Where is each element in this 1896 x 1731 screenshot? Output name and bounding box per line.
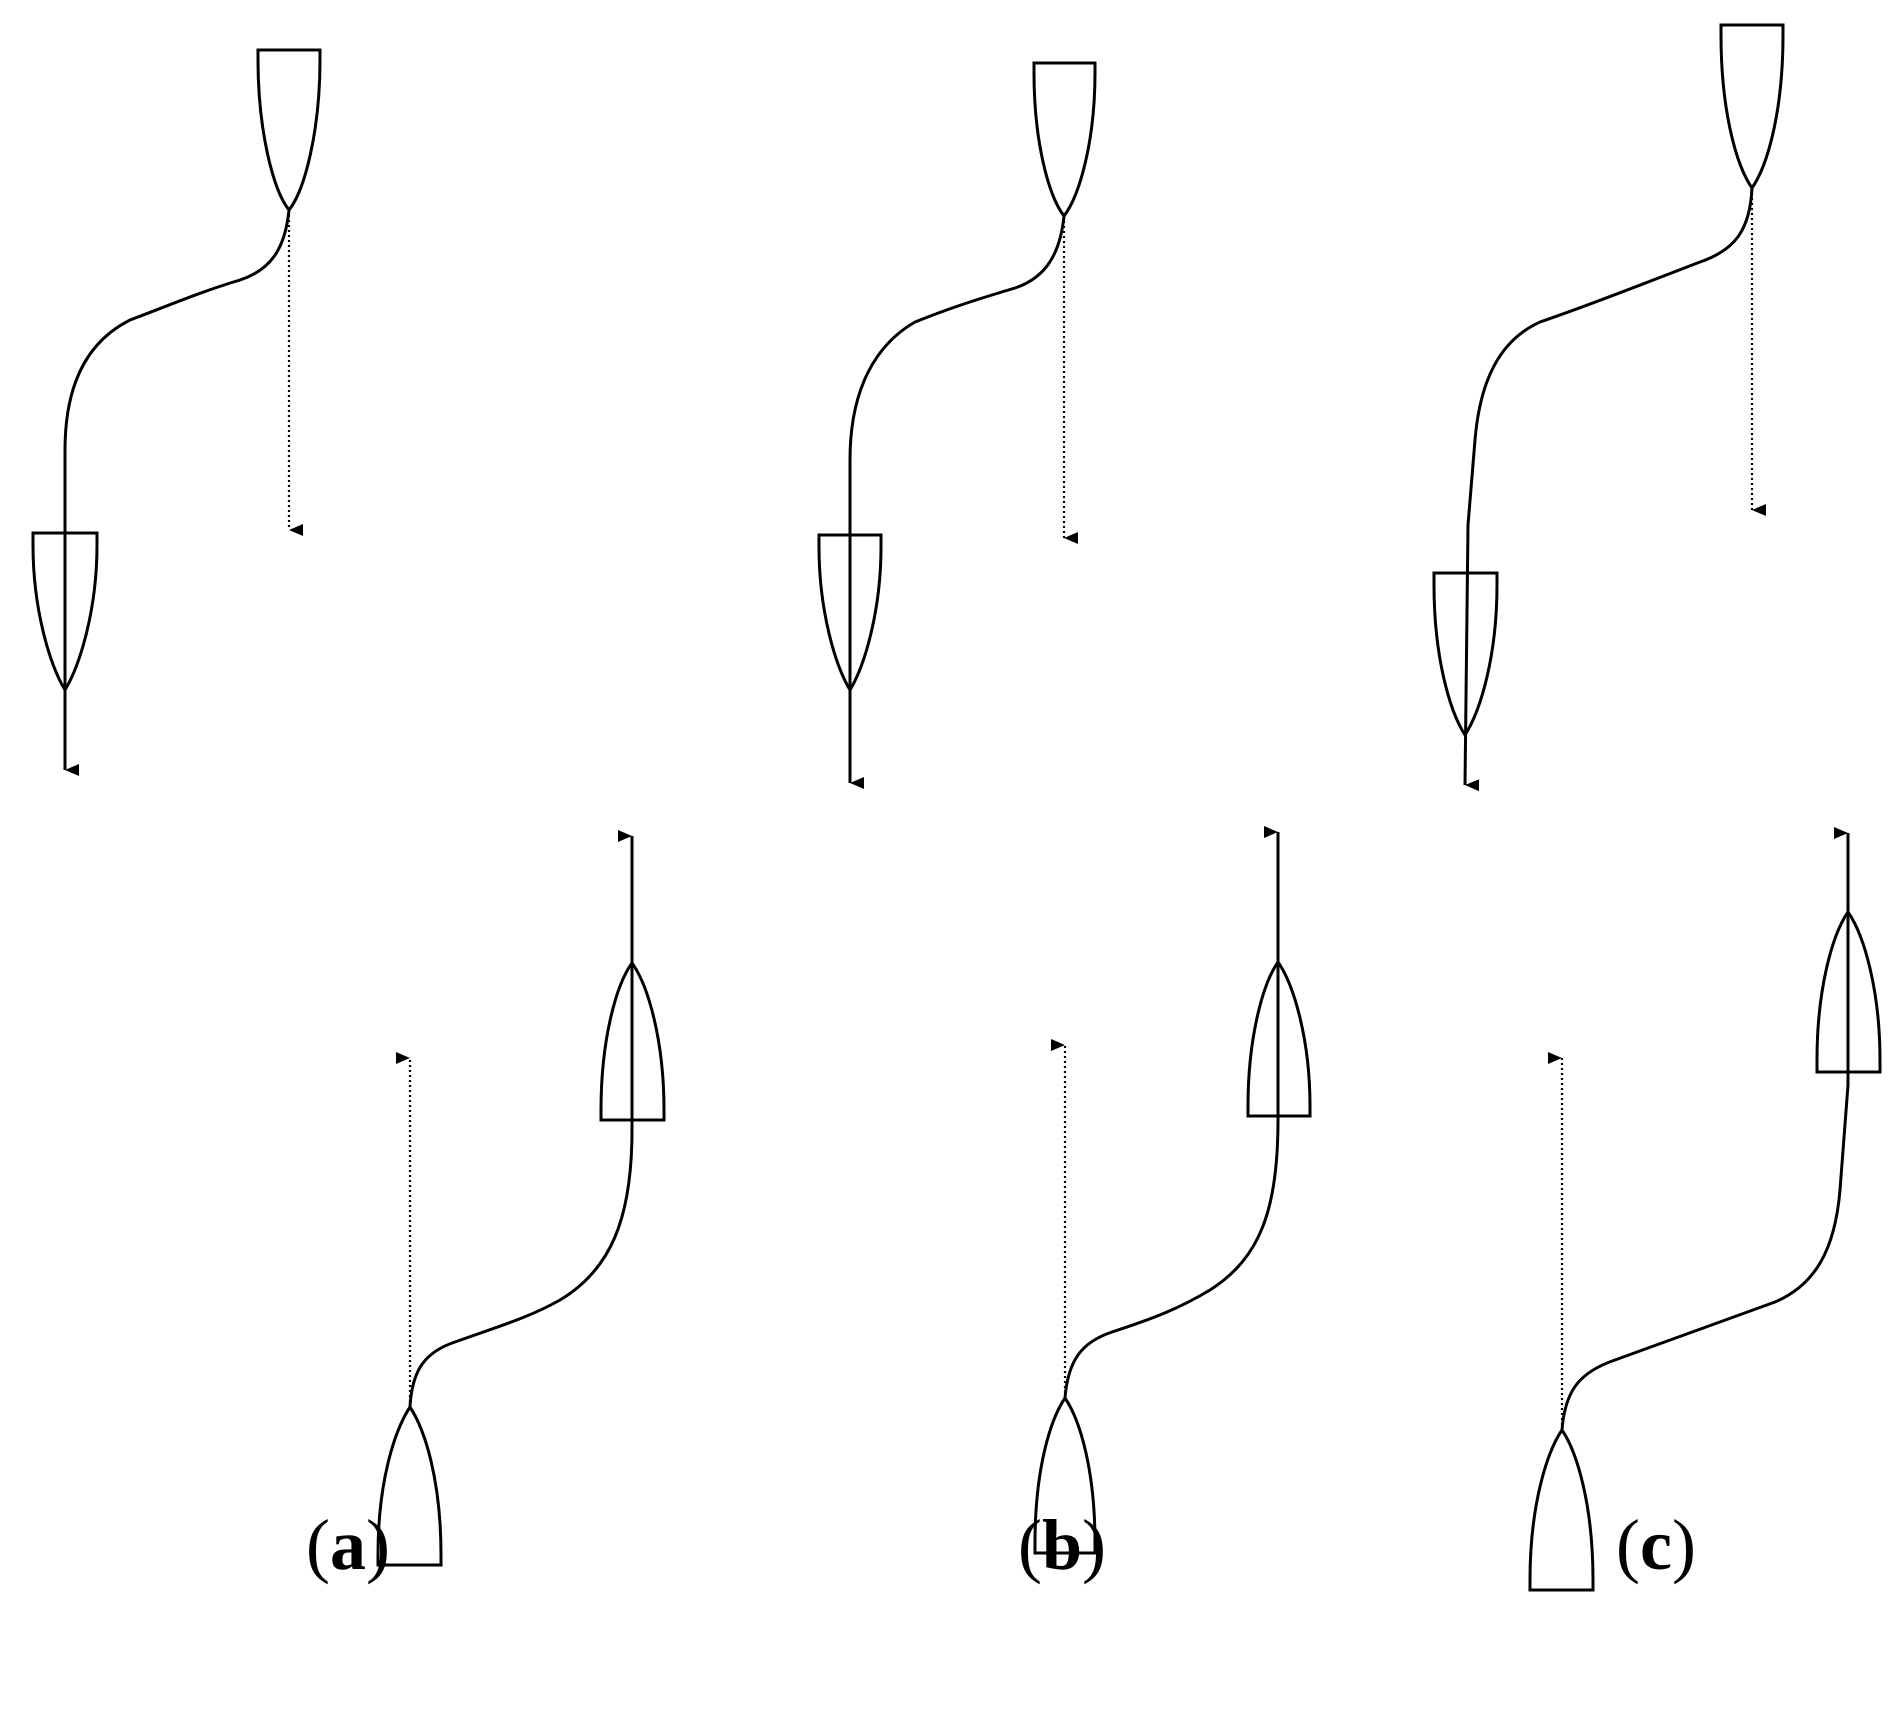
panel-label-c-close: ) xyxy=(1671,1505,1696,1585)
panel-label-a-letter: a xyxy=(330,1505,366,1585)
vessel-c-lower-evasive-track xyxy=(1560,827,1850,1431)
vessel-c-lower-end xyxy=(1815,909,1882,1074)
vessel-a-lower-end xyxy=(599,960,666,1122)
vessel-a-lower-start xyxy=(376,1404,443,1567)
vessel-b-lower-start xyxy=(1033,1395,1097,1555)
vessel-c-upper-end xyxy=(1432,571,1499,738)
vessel-a-upper-evasive-track xyxy=(63,209,291,776)
vessel-c-upper-evasive-track xyxy=(1463,187,1754,792)
panel-label-b-letter: b xyxy=(1041,1505,1083,1585)
vessel-a-lower-evasive-track xyxy=(408,830,634,1408)
panel-label-b: (b) xyxy=(962,1500,1162,1590)
vessel-a-upper-start xyxy=(256,48,322,213)
vessel-b-lower-end xyxy=(1246,959,1312,1118)
panel-a xyxy=(31,48,666,1567)
vessel-a-upper-end xyxy=(31,531,99,693)
vessel-b-upper-start xyxy=(1032,61,1097,219)
panel-label-c-open: ( xyxy=(1616,1505,1641,1585)
panel-label-c: (c) xyxy=(1556,1500,1756,1590)
vessel-b-upper-end xyxy=(817,533,883,693)
panel-label-a-open: ( xyxy=(306,1505,330,1585)
panel-label-b-close: ) xyxy=(1082,1505,1106,1585)
vessel-b-upper-evasive-track xyxy=(848,215,1066,789)
panel-label-a-close: ) xyxy=(366,1505,390,1585)
vessel-c-lower-start xyxy=(1528,1427,1595,1592)
panel-label-b-open: ( xyxy=(1017,1505,1042,1585)
vessel-b-lower-evasive-track xyxy=(1063,826,1280,1399)
panel-label-a: (a) xyxy=(248,1500,448,1590)
panel-c xyxy=(1432,23,1882,1592)
panel-b xyxy=(817,61,1312,1555)
panel-label-c-letter: c xyxy=(1640,1505,1672,1585)
vessel-c-upper-start xyxy=(1719,23,1785,191)
